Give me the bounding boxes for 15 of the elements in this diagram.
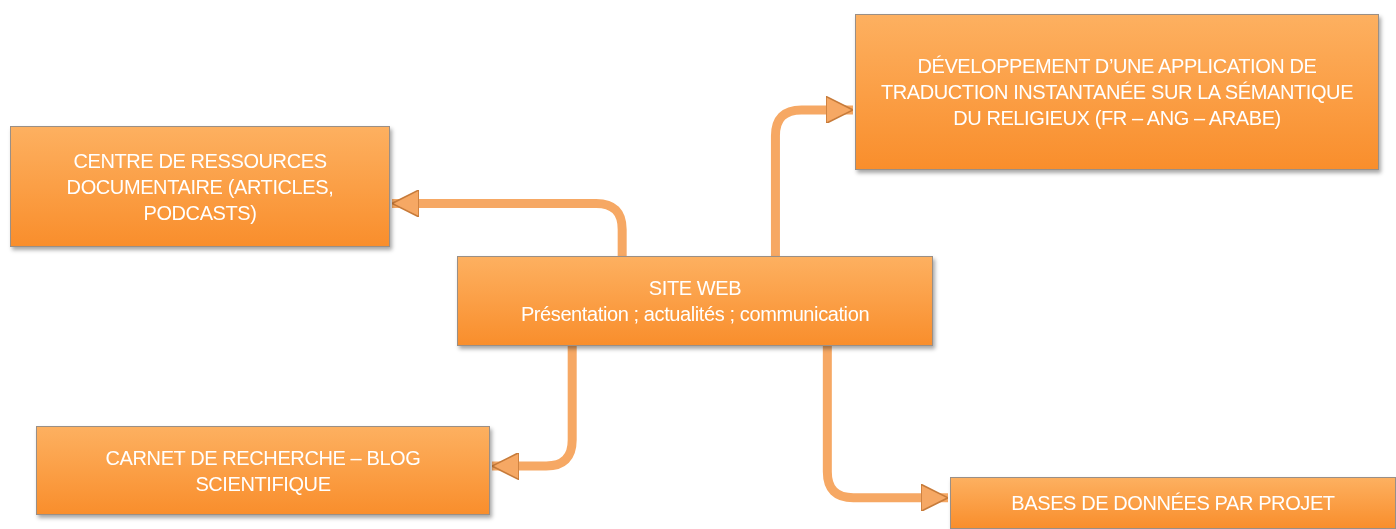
box-text: Présentation ; actualités ; communication [520, 302, 870, 327]
box-text: DÉVELOPPEMENT D’UNE APPLICATION DE TRADUCTION INSTANTANÉE SUR LA SÉMANTIQUE DU RELIGIEUX (FR – ANG – ARABE) [879, 54, 1355, 131]
process-box [36, 426, 490, 515]
process-box [855, 14, 1379, 170]
box-heading: SITE WEB [648, 276, 742, 301]
curved-arrow [491, 346, 577, 481]
process-box [457, 256, 933, 346]
process-box [950, 477, 1396, 529]
curved-arrow [770, 95, 854, 256]
box-text: CENTRE DE RESSOURCES DOCUMENTAIRE (ARTICLES, PODCASTS) [65, 148, 335, 226]
box-text: BASES DE DONNÉES PAR PROJET [1011, 491, 1335, 516]
curved-arrow [391, 189, 627, 256]
curved-arrow [822, 346, 949, 513]
process-box [10, 126, 390, 247]
box-text: CARNET DE RECHERCHE – BLOG SCIENTIFIQUE [104, 445, 422, 497]
